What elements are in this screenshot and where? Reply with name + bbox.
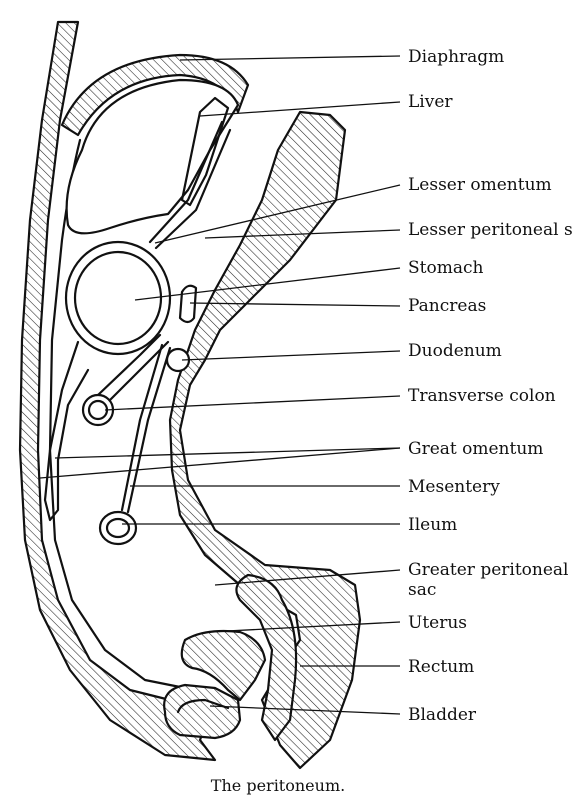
leader-liver	[199, 101, 401, 117]
leader-great-omentum-2	[39, 447, 401, 479]
label-uterus: Uterus	[408, 613, 467, 633]
mesentery-shape	[120, 343, 172, 514]
liver-fold	[180, 96, 230, 207]
liver-shape	[65, 78, 240, 235]
leader-great-omentum-1	[54, 447, 401, 459]
leader-pancreas	[189, 302, 401, 307]
leader-bladder	[209, 705, 401, 715]
great-omentum-shape	[43, 340, 90, 522]
lesser-omentum-shape	[148, 120, 232, 250]
leader-diaphragm	[179, 55, 401, 61]
ileum-inner	[105, 517, 131, 539]
bladder-inner	[176, 698, 230, 714]
diaphragm-shape	[60, 53, 250, 137]
label-rectum: Rectum	[408, 657, 474, 677]
label-greater-peritoneal-sac-line2: sac	[408, 580, 436, 600]
rectum-shape	[235, 573, 298, 742]
label-stomach: Stomach	[408, 258, 483, 278]
label-pancreas: Pancreas	[408, 296, 486, 316]
label-great-omentum: Great omentum	[408, 439, 543, 459]
leader-greater-sac	[214, 569, 401, 586]
leader-lines	[39, 55, 401, 715]
stomach-inner	[73, 250, 163, 346]
leader-duodenum	[181, 350, 401, 361]
label-transverse-colon: Transverse colon	[408, 386, 556, 406]
label-diaphragm: Diaphragm	[408, 47, 504, 67]
label-lesser-peritoneal-sac: Lesser peritoneal s	[408, 220, 573, 240]
posterior-wall	[168, 110, 362, 770]
bladder-shape	[163, 683, 242, 740]
label-mesentery: Mesentery	[408, 477, 500, 497]
leader-transverse-colon	[104, 395, 401, 411]
label-greater-peritoneal-sac-line1: Greater peritoneal	[408, 560, 568, 580]
leader-uterus	[207, 621, 401, 633]
label-duodenum: Duodenum	[408, 341, 502, 361]
leader-stomach	[134, 267, 401, 301]
figure-caption: The peritoneum.	[211, 776, 345, 795]
leader-lesser-sac	[204, 229, 401, 239]
parietal-peritoneum	[48, 138, 187, 690]
label-ileum: Ileum	[408, 515, 457, 535]
stomach-shape	[64, 240, 172, 356]
label-liver: Liver	[408, 92, 453, 112]
pancreas-shape	[178, 284, 198, 324]
leader-lesser-omentum	[154, 184, 401, 244]
ileum-shape	[98, 510, 138, 546]
label-bladder: Bladder	[408, 705, 477, 725]
label-lesser-omentum: Lesser omentum	[408, 175, 552, 195]
